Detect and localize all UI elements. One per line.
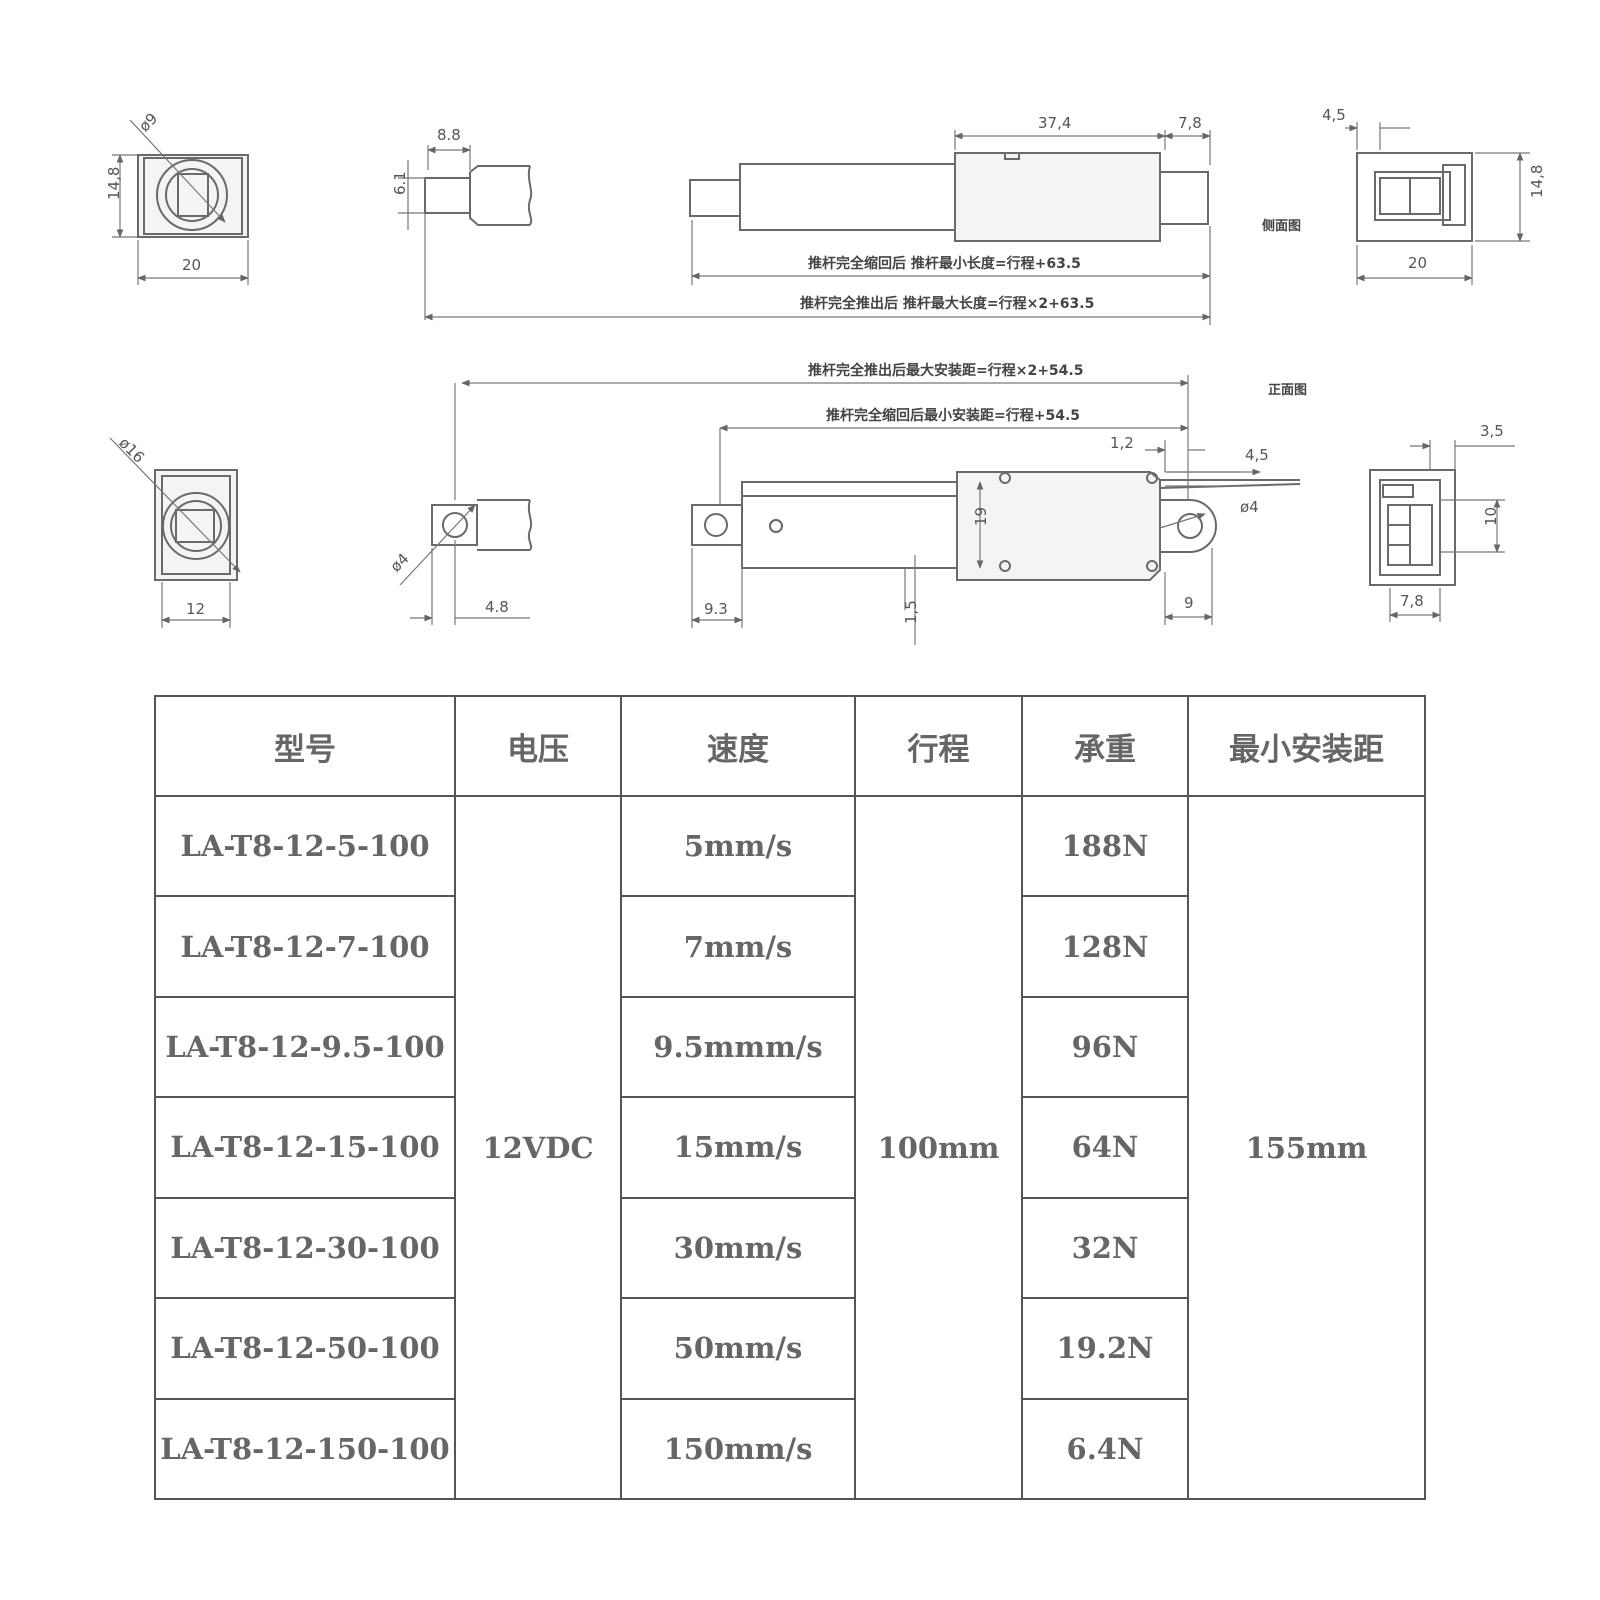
cell-speed: 5mm/s [620,794,856,898]
table-row: LA-T8-12-5-100 12VDC 5mm/s 100mm 188N 15… [154,794,1426,1500]
dim-phi9: ø9 [135,109,161,135]
dim-6-1: 6.1 [391,171,409,195]
cell-load: 188N [1021,794,1189,898]
table-row: LA-T8-12-7-100 7mm/s 128N [154,895,1425,998]
dim-37-4: 37,4 [1038,114,1071,132]
dim-9-3: 9.3 [704,600,728,618]
table-row: LA-T8-12-150-100 150mm/s 6.4N [154,1397,1425,1501]
actuator-side-view [424,130,1211,325]
note-min-install: 推杆完全缩回后最小安装距=行程+54.5 [826,407,1080,424]
dim-20-right: 20 [1408,254,1427,272]
dim-8-8: 8.8 [437,126,461,144]
dim-phi4-right: ø4 [1240,498,1259,516]
table-header-row: 型号 电压 速度 行程 承重 最小安装距 [154,695,1426,797]
header-load: 承重 [1021,695,1189,797]
rod-detail-bottom [399,383,533,625]
cell-stroke: 100mm [854,795,1023,1500]
cell-speed: 7mm/s [620,895,856,998]
cell-speed: 50mm/s [620,1297,856,1400]
spec-table: 型号 电压 速度 行程 承重 最小安装距 LA-T8-12-5-100 12VD… [154,695,1426,1501]
dim-1-2: 1,2 [1110,434,1134,452]
cell-load: 128N [1021,895,1189,998]
cell-model: LA-T8-12-7-100 [154,895,456,998]
table-row: LA-T8-12-30-100 30mm/s 32N [154,1196,1425,1300]
cell-speed: 150mm/s [620,1397,856,1501]
dim-phi16: ø16 [115,434,148,467]
dim-4-8: 4.8 [485,598,509,616]
header-speed: 速度 [620,695,856,797]
dim-7-8-top: 7,8 [1178,114,1202,132]
side-view-label: 侧面图 [1262,218,1301,234]
header-min-install: 最小安装距 [1187,695,1426,797]
header-voltage: 电压 [454,695,622,797]
dim-20-left: 20 [182,256,201,274]
motor-end-view-bottom [1369,440,1515,622]
front-view-label: 正面图 [1268,383,1307,398]
cell-load: 32N [1021,1196,1189,1300]
cell-load: 19.2N [1021,1297,1189,1400]
cell-voltage: 12VDC [454,795,622,1500]
cell-load: 6.4N [1021,1397,1189,1501]
rod-end-view-bottom [109,437,241,628]
technical-drawing: ø9 14,8 20 8.8 6.1 37,4 7,8 推杆完全缩回后 推杆最小… [105,106,1546,645]
dim-10: 10 [1482,507,1500,526]
cell-speed: 30mm/s [620,1196,856,1300]
cell-model: LA-T8-12-50-100 [154,1297,456,1400]
motor-end-view-top [1345,122,1530,285]
dim-14-8-right: 14,8 [1528,165,1546,198]
cell-model: LA-T8-12-15-100 [154,1096,456,1199]
cell-min-install: 155mm [1187,795,1426,1500]
dim-19: 19 [972,507,990,526]
dim-1-5: 1,5 [902,600,920,624]
rod-end-view-top [112,119,249,285]
dim-phi4-left: ø4 [387,550,413,576]
dim-9: 9 [1184,594,1194,612]
note-max-length: 推杆完全推出后 推杆最大长度=行程×2+63.5 [800,295,1094,312]
cell-model: LA-T8-12-9.5-100 [154,995,456,1099]
cell-model: LA-T8-12-5-100 [154,794,456,898]
dim-12: 12 [186,600,205,618]
dim-4-5-mid: 4,5 [1245,446,1269,464]
header-model: 型号 [154,695,456,797]
cell-model: LA-T8-12-30-100 [154,1196,456,1300]
table-row: LA-T8-12-9.5-100 9.5mmm/s 96N [154,995,1425,1099]
dim-14-8-left: 14,8 [105,167,123,200]
cell-speed: 9.5mmm/s [620,995,856,1099]
table-row: LA-T8-12-50-100 50mm/s 19.2N [154,1297,1425,1400]
actuator-front-view [461,375,1301,645]
dim-7-8-bottom: 7,8 [1400,592,1424,610]
note-max-install: 推杆完全推出后最大安装距=行程×2+54.5 [808,362,1083,379]
dim-4-5-top: 4,5 [1322,106,1346,124]
rod-detail-top [398,145,533,320]
note-min-length: 推杆完全缩回后 推杆最小长度=行程+63.5 [808,255,1081,272]
cell-model: LA-T8-12-150-100 [154,1397,456,1501]
cell-load: 64N [1021,1096,1189,1199]
table-row: LA-T8-12-15-100 15mm/s 64N [154,1096,1425,1199]
cell-load: 96N [1021,995,1189,1099]
header-stroke: 行程 [854,695,1023,797]
cell-speed: 15mm/s [620,1096,856,1199]
dim-3-5: 3,5 [1480,422,1504,440]
